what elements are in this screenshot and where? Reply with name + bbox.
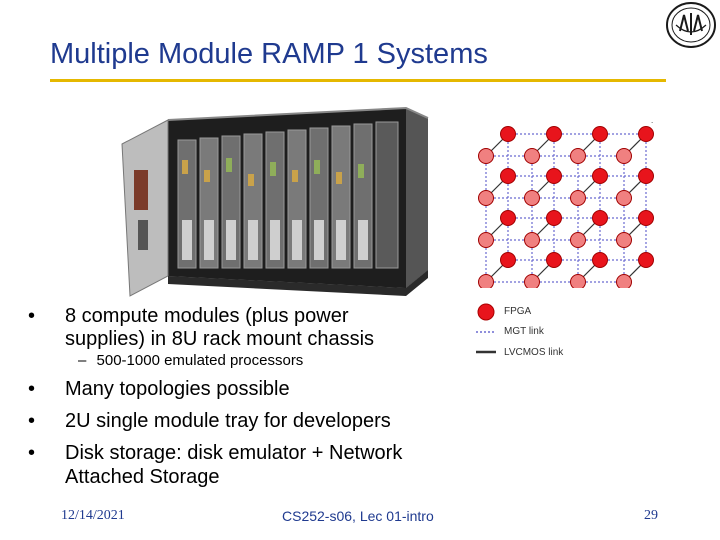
- server-chassis-image: [121, 106, 429, 297]
- fpga-node: [500, 168, 516, 184]
- slide-title: Multiple Module RAMP 1 Systems: [50, 38, 488, 70]
- fpga-node-back: [570, 190, 586, 206]
- fpga-node: [500, 126, 516, 142]
- bullet-line: 8 compute modules (plus power: [65, 305, 349, 327]
- bullet-line: Many topologies possible: [65, 378, 290, 400]
- legend-mgt-label: MGT link: [504, 326, 544, 337]
- fpga-node-back: [616, 274, 632, 288]
- bullet-marker: •: [28, 305, 36, 327]
- fpga-node-back: [570, 148, 586, 164]
- footer-date: 12/14/2021: [61, 508, 125, 523]
- fpga-node: [546, 210, 562, 226]
- fpga-node-back: [616, 232, 632, 248]
- fpga-node: [592, 168, 608, 184]
- fpga-node: [500, 210, 516, 226]
- legend-lvcmos-label: LVCMOS link: [504, 347, 564, 358]
- fpga-node-back: [478, 274, 494, 288]
- subbullet-emulated-processors: – 500-1000 emulated processors: [78, 352, 303, 369]
- fpga-node: [592, 210, 608, 226]
- bullet-marker: –: [78, 352, 87, 369]
- fpga-node-back: [524, 190, 540, 206]
- fpga-node: [592, 252, 608, 268]
- fpga-node: [546, 252, 562, 268]
- footer-page-number: 29: [644, 508, 658, 523]
- fpga-node-back: [524, 274, 540, 288]
- fpga-node: [638, 168, 654, 184]
- fpga-node-back: [524, 232, 540, 248]
- fpga-node: [638, 210, 654, 226]
- mesh-legend: [476, 303, 496, 354]
- bullet-line: 2U single module tray for developers: [65, 410, 391, 432]
- fpga-node-back: [524, 148, 540, 164]
- fpga-node: [546, 168, 562, 184]
- bullet-marker: •: [28, 378, 36, 400]
- bullet-line: Attached Storage: [65, 466, 220, 488]
- university-seal-icon: [666, 2, 716, 48]
- stray-mark: .: [651, 116, 654, 125]
- fpga-node-back: [478, 148, 494, 164]
- bullet-line: 500-1000 emulated processors: [96, 352, 304, 369]
- fpga-node: [592, 126, 608, 142]
- fpga-mesh-diagram: [478, 126, 654, 288]
- fpga-node: [546, 126, 562, 142]
- legend-fpga-node: [477, 303, 495, 321]
- bullet-marker: •: [28, 410, 36, 432]
- fpga-node-back: [478, 190, 494, 206]
- bullet-line: Disk storage: disk emulator + Network: [65, 442, 403, 464]
- fpga-node: [500, 252, 516, 268]
- fpga-node-back: [616, 148, 632, 164]
- footer-course: CS252-s06, Lec 01-intro: [282, 508, 434, 524]
- fpga-node-back: [616, 190, 632, 206]
- title-underline: [50, 79, 666, 82]
- fpga-node: [638, 252, 654, 268]
- fpga-node-back: [478, 232, 494, 248]
- fpga-node-back: [570, 274, 586, 288]
- fpga-node: [638, 126, 654, 142]
- legend-fpga-label: FPGA: [504, 306, 532, 317]
- bullet-line: supplies) in 8U rack mount chassis: [65, 328, 375, 350]
- fpga-node-back: [570, 232, 586, 248]
- bullet-marker: •: [28, 442, 36, 464]
